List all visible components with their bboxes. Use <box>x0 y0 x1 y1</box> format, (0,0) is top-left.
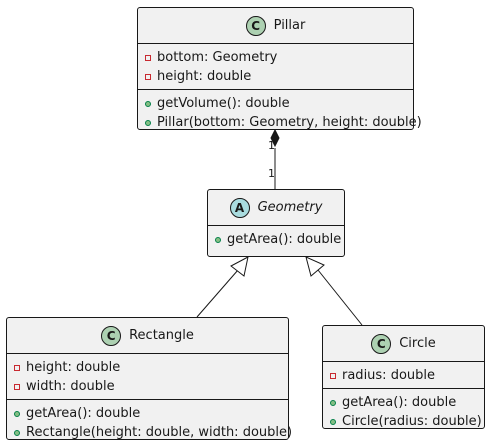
methods-section: getArea(): double <box>208 226 344 252</box>
class-pillar[interactable]: C Pillar bottom: Geometry height: double… <box>137 7 422 130</box>
class-circle[interactable]: C Circle radius: double getArea(): doubl… <box>322 325 485 429</box>
method-row: Circle(radius: double) <box>323 412 484 431</box>
field-row: height: double <box>7 358 288 377</box>
abstract-badge-icon: A <box>229 197 250 218</box>
private-marker-icon <box>14 383 20 390</box>
composition-diamond <box>270 128 280 148</box>
class-rectangle[interactable]: C Rectangle height: double width: double… <box>6 317 292 440</box>
method-text: getVolume(): double <box>157 96 290 111</box>
private-marker-icon <box>145 73 151 80</box>
method-text: getArea(): double <box>227 232 342 247</box>
private-marker-icon <box>330 372 336 379</box>
fields-section: height: double width: double <box>7 354 288 399</box>
public-marker-icon <box>145 119 151 126</box>
class-name: Geometry <box>257 200 323 215</box>
method-row: Rectangle(height: double, width: double) <box>7 423 292 442</box>
field-text: height: double <box>26 360 121 375</box>
public-marker-icon <box>330 399 336 406</box>
class-header: C Rectangle <box>7 318 288 354</box>
inheritance-arrow-rectangle <box>230 256 249 277</box>
private-marker-icon <box>145 54 151 61</box>
class-badge-icon: C <box>101 325 122 346</box>
method-row: getVolume(): double <box>138 94 413 113</box>
method-row: getArea(): double <box>323 393 484 412</box>
public-marker-icon <box>330 418 336 425</box>
method-text: Rectangle(height: double, width: double) <box>26 425 293 440</box>
class-geometry[interactable]: A Geometry getArea(): double <box>207 189 345 257</box>
field-row: width: double <box>7 377 288 396</box>
methods-section: getVolume(): double Pillar(bottom: Geome… <box>138 89 422 135</box>
private-marker-icon <box>14 364 20 371</box>
field-row: radius: double <box>323 366 484 385</box>
inheritance-line-rectangle <box>196 269 239 318</box>
class-header: C Pillar <box>138 8 413 44</box>
fields-section: bottom: Geometry height: double <box>138 44 413 89</box>
method-text: getArea(): double <box>342 395 457 410</box>
composition-multiplicity-pillar: 1 <box>268 139 275 152</box>
method-text: Circle(radius: double) <box>342 414 482 429</box>
class-header: C Circle <box>323 326 484 362</box>
class-header: A Geometry <box>208 190 344 226</box>
composition-multiplicity-geometry: 1 <box>268 167 275 180</box>
field-row: height: double <box>138 67 413 86</box>
inheritance-arrow-circle <box>305 256 325 277</box>
class-badge-icon: C <box>371 333 392 354</box>
field-text: height: double <box>157 69 252 84</box>
method-text: getArea(): double <box>26 406 141 421</box>
method-row: getArea(): double <box>208 230 344 249</box>
public-marker-icon <box>145 100 151 107</box>
class-name: Circle <box>399 336 436 351</box>
fields-section: radius: double <box>323 362 484 388</box>
field-row: bottom: Geometry <box>138 48 413 67</box>
inheritance-line-circle <box>317 269 363 326</box>
public-marker-icon <box>14 429 20 436</box>
field-text: radius: double <box>342 368 436 383</box>
methods-section: getArea(): double Rectangle(height: doub… <box>7 399 292 445</box>
method-row: Pillar(bottom: Geometry, height: double) <box>138 113 422 132</box>
public-marker-icon <box>215 236 221 243</box>
field-text: bottom: Geometry <box>157 50 278 65</box>
method-text: Pillar(bottom: Geometry, height: double) <box>157 115 422 130</box>
class-badge-icon: C <box>245 15 266 36</box>
class-name: Pillar <box>273 18 306 33</box>
public-marker-icon <box>14 410 20 417</box>
class-name: Rectangle <box>129 328 194 343</box>
method-row: getArea(): double <box>7 404 288 423</box>
field-text: width: double <box>26 379 115 394</box>
methods-section: getArea(): double Circle(radius: double) <box>323 388 484 434</box>
